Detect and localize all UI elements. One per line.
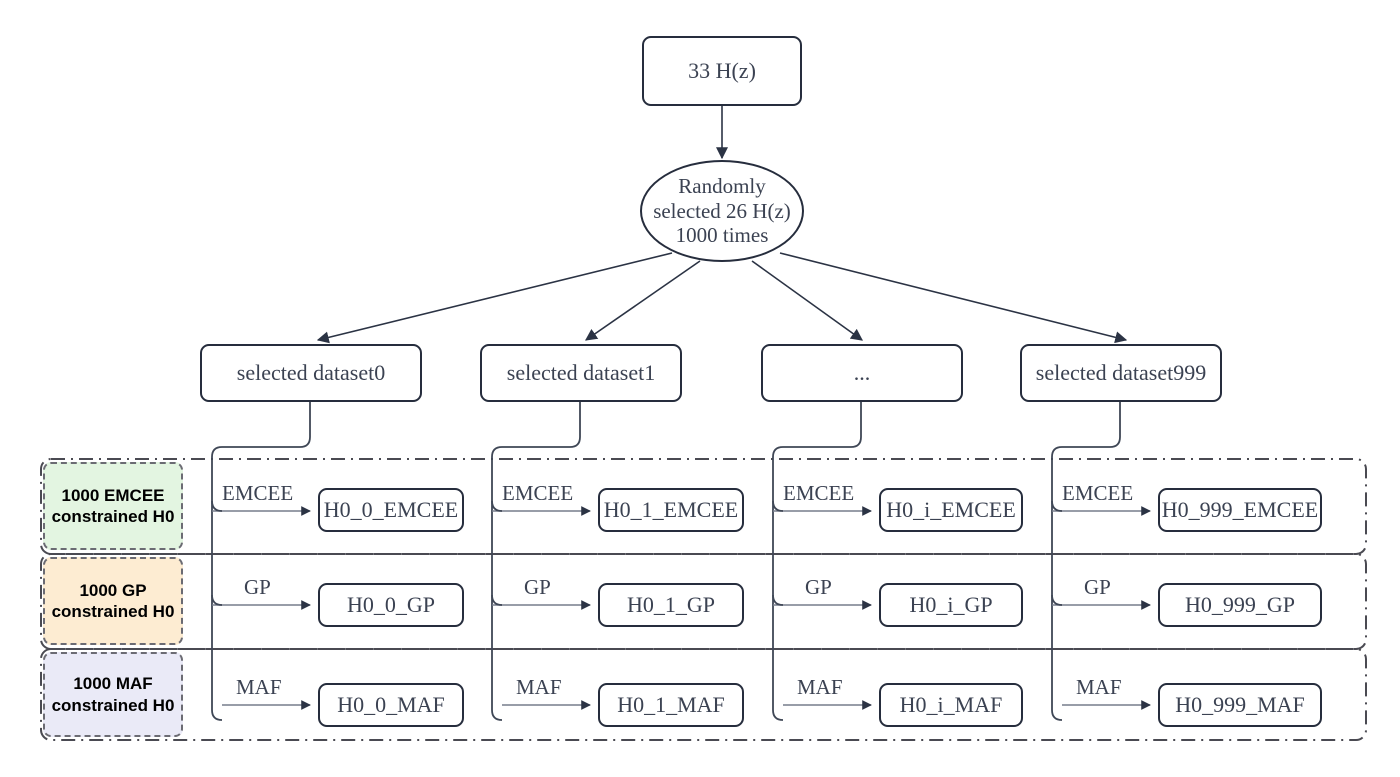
trunk-col1-corner-emcee	[491, 500, 503, 512]
node-dataset-999[interactable]: selected dataset999	[1020, 344, 1222, 402]
trunk-col3	[1051, 402, 1121, 721]
group-frame-maf	[40, 648, 1367, 741]
node-result-gp-999[interactable]: H0_999_GP	[1158, 583, 1322, 627]
legend-gp-line1: 1000 GP	[79, 580, 147, 600]
legend-gp-line2: constrained H0	[51, 602, 175, 621]
node-result-maf-1[interactable]: H0_1_MAF	[598, 683, 744, 727]
node-sampler-line2: selected 26 H(z)	[653, 198, 791, 223]
trunk-col2-corner-gp	[772, 594, 784, 606]
node-result-gp-i-label: H0_i_GP	[909, 592, 993, 618]
legend-maf: 1000 MAF constrained H0	[43, 652, 183, 737]
legend-emcee-line2: constrained H0	[51, 507, 175, 526]
node-dataset-0-label: selected dataset0	[236, 360, 386, 386]
node-dataset-1-label: selected dataset1	[506, 360, 656, 386]
edge-label-col3-emcee: EMCEE	[1062, 481, 1134, 505]
edge-label-col2-maf: MAF	[797, 675, 843, 699]
node-result-gp-0[interactable]: H0_0_GP	[318, 583, 464, 627]
node-dataset-999-label: selected dataset999	[1035, 360, 1207, 386]
node-sampler[interactable]: Randomly selected 26 H(z) 1000 times	[640, 160, 804, 262]
edge-sampler-to-dataset1	[585, 260, 701, 341]
node-result-emcee-i-label: H0_i_EMCEE	[886, 497, 1016, 523]
edge-label-col0-gp: GP	[244, 575, 271, 599]
edge-label-col2-emcee: EMCEE	[783, 481, 855, 505]
edge-label-col2-gp: GP	[805, 575, 832, 599]
node-result-gp-0-label: H0_0_GP	[346, 592, 435, 618]
node-result-gp-1-label: H0_1_GP	[626, 592, 715, 618]
node-result-emcee-1[interactable]: H0_1_EMCEE	[598, 488, 744, 532]
node-result-maf-1-label: H0_1_MAF	[617, 692, 725, 718]
legend-emcee: 1000 EMCEE constrained H0	[43, 462, 183, 550]
group-frame-emcee	[40, 458, 1367, 555]
node-dataset-ellipsis-label: ...	[853, 360, 871, 386]
trunk-col1	[491, 402, 581, 721]
node-sampler-line1: Randomly	[678, 174, 766, 199]
node-sampler-line3: 1000 times	[675, 223, 769, 248]
trunk-col0-corner-emcee	[211, 500, 223, 512]
node-result-maf-999-label: H0_999_MAF	[1175, 692, 1305, 718]
node-result-maf-i-label: H0_i_MAF	[899, 692, 1003, 718]
node-root-label: 33 H(z)	[688, 58, 756, 84]
node-result-gp-i[interactable]: H0_i_GP	[879, 583, 1023, 627]
edge-label-col0-maf: MAF	[236, 675, 282, 699]
trunk-col0-corner-gp	[211, 594, 223, 606]
node-result-maf-999[interactable]: H0_999_MAF	[1158, 683, 1322, 727]
edge-sampler-to-dataset3	[779, 252, 1128, 344]
node-result-gp-999-label: H0_999_GP	[1184, 592, 1295, 618]
edge-label-col1-emcee: EMCEE	[502, 481, 574, 505]
edge-label-col1-maf: MAF	[516, 675, 562, 699]
node-result-maf-0-label: H0_0_MAF	[337, 692, 445, 718]
edge-label-col0-emcee: EMCEE	[222, 481, 294, 505]
legend-gp: 1000 GP constrained H0	[43, 557, 183, 645]
node-result-emcee-i[interactable]: H0_i_EMCEE	[879, 488, 1023, 532]
trunk-col3-corner-gp	[1051, 594, 1063, 606]
group-frame-gp	[40, 553, 1367, 650]
trunk-col1-corner-gp	[491, 594, 503, 606]
trunk-col2-corner-emcee	[772, 500, 784, 512]
edge-label-col3-maf: MAF	[1076, 675, 1122, 699]
edge-sampler-to-dataset0	[316, 252, 673, 344]
node-dataset-0[interactable]: selected dataset0	[200, 344, 422, 402]
node-dataset-1[interactable]: selected dataset1	[480, 344, 682, 402]
node-result-maf-0[interactable]: H0_0_MAF	[318, 683, 464, 727]
legend-emcee-line1: 1000 EMCEE	[61, 485, 165, 505]
node-root[interactable]: 33 H(z)	[642, 36, 802, 106]
trunk-col0	[211, 402, 311, 721]
trunk-col3-corner-emcee	[1051, 500, 1063, 512]
edge-sampler-to-dataset2	[751, 260, 863, 341]
node-result-emcee-0-label: H0_0_EMCEE	[323, 497, 459, 523]
node-result-emcee-999-label: H0_999_EMCEE	[1161, 497, 1319, 523]
node-result-maf-i[interactable]: H0_i_MAF	[879, 683, 1023, 727]
legend-maf-line2: constrained H0	[51, 695, 175, 715]
node-dataset-ellipsis[interactable]: ...	[761, 344, 963, 402]
node-result-emcee-999[interactable]: H0_999_EMCEE	[1158, 488, 1322, 532]
node-result-gp-1[interactable]: H0_1_GP	[598, 583, 744, 627]
trunk-col2	[772, 402, 862, 721]
edge-label-col3-gp: GP	[1084, 575, 1111, 599]
node-result-emcee-0[interactable]: H0_0_EMCEE	[318, 488, 464, 532]
edge-label-col1-gp: GP	[524, 575, 551, 599]
legend-maf-line1: 1000 MAF	[73, 674, 153, 694]
node-result-emcee-1-label: H0_1_EMCEE	[603, 497, 739, 523]
